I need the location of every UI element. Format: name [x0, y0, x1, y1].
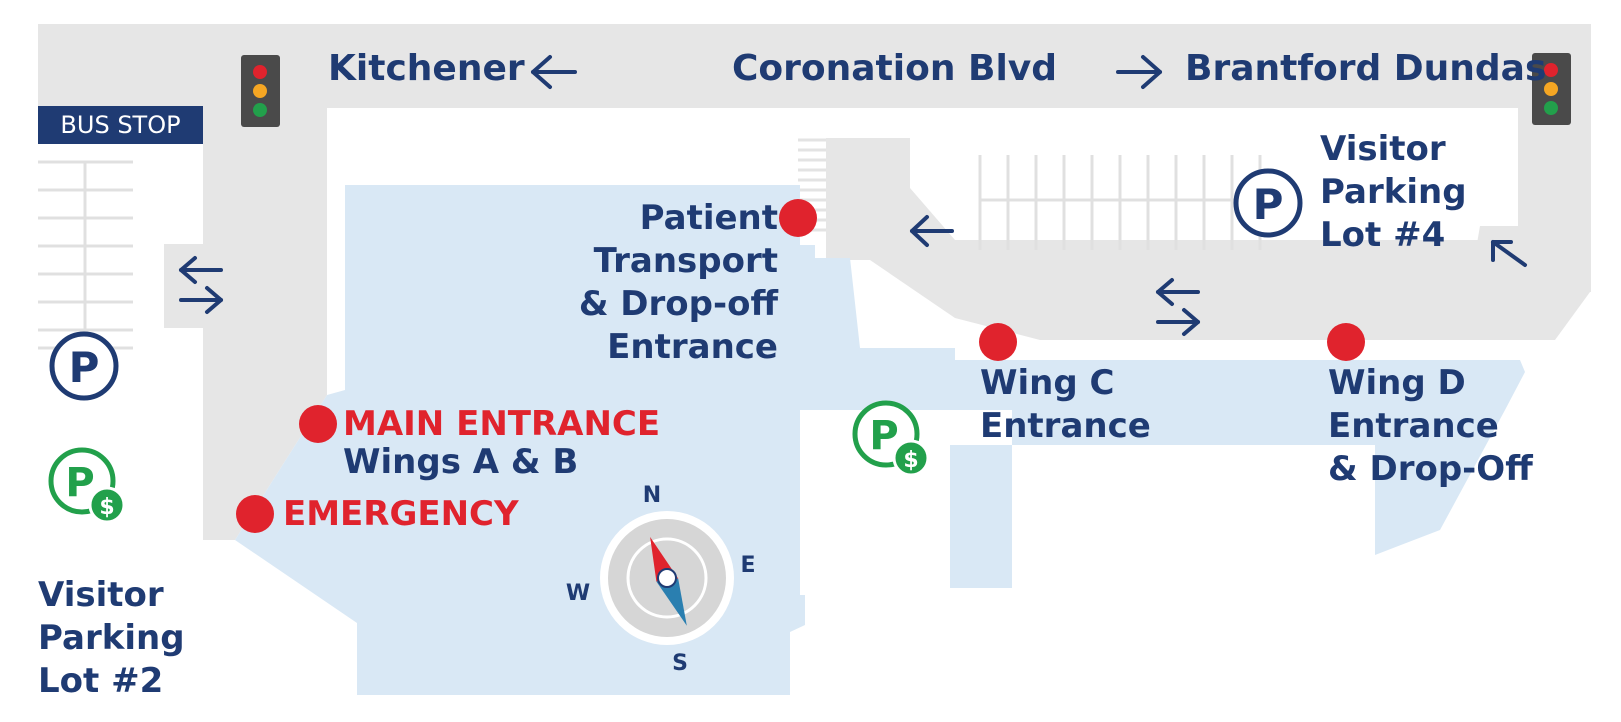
roads	[38, 24, 1591, 540]
visitor-parking-lot4-label: Visitor Parking Lot #4	[1320, 129, 1467, 255]
wing-c-label: Wing C Entrance	[980, 363, 1151, 446]
arrow-left-icon	[910, 215, 954, 247]
road-label-coronation: Coronation Blvd	[732, 48, 1058, 89]
traffic-light-icon	[1532, 53, 1571, 125]
wing-d-label: Wing D Entrance & Drop-Off	[1328, 363, 1533, 489]
compass-n: N	[643, 483, 661, 508]
traffic-light-icon	[241, 55, 280, 127]
patient-transport-label: Patient Transport & Drop-off Entrance	[578, 198, 778, 367]
lot4-stalls	[978, 155, 1262, 250]
compass-w: W	[566, 581, 590, 606]
parking-icon: P	[49, 331, 119, 401]
entrance-dot-icon	[979, 323, 1017, 361]
arrow-up-left-icon	[1491, 240, 1527, 267]
arrow-right-icon	[1116, 55, 1162, 89]
emergency-label: EMERGENCY	[283, 494, 519, 534]
road-label-brantford: Brantford Dundas	[1185, 48, 1547, 89]
arrow-left-icon	[531, 55, 577, 89]
entrance-dot-icon	[1327, 323, 1365, 361]
lot4-drive-aisle	[826, 138, 1590, 340]
lot2-stalls	[38, 160, 133, 350]
visitor-parking-lot2-label: Visitor Parking Lot #2	[38, 575, 185, 701]
compass-icon: N E S W	[566, 483, 756, 676]
lot4-entry-ramp	[1475, 226, 1520, 275]
main-entrance-sublabel: Wings A & B	[343, 442, 579, 482]
svg-text:P: P	[69, 343, 100, 392]
lot2-driveway	[164, 244, 234, 328]
compass-s: S	[672, 651, 688, 676]
paid-parking-icon: P $	[48, 447, 126, 524]
two-way-arrow-icon	[179, 256, 223, 314]
compass-e: E	[740, 553, 755, 578]
entrance-dot-icon	[299, 405, 337, 443]
svg-text:$: $	[903, 448, 918, 473]
parking-icon: P	[1233, 168, 1303, 238]
svg-text:$: $	[99, 495, 114, 520]
bus-stop-sign: BUS STOP	[38, 106, 203, 144]
entrance-dot-icon	[779, 199, 817, 237]
svg-text:P: P	[1253, 180, 1284, 229]
entrance-dot-icon	[236, 495, 274, 533]
two-way-arrow-icon	[1156, 278, 1200, 336]
hospital-building	[235, 185, 1525, 695]
paid-parking-icon: P $	[852, 400, 930, 477]
road-label-kitchener: Kitchener	[328, 48, 525, 89]
west-road-bend	[203, 360, 327, 540]
main-entrance-label: MAIN ENTRANCE	[343, 404, 661, 444]
